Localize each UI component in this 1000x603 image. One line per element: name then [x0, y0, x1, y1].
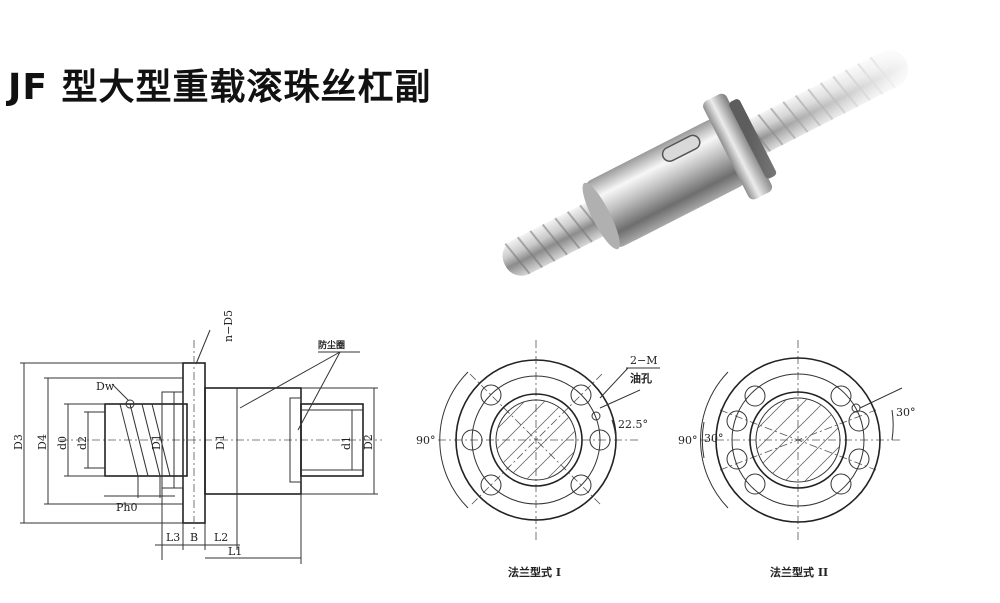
label-ph0: Ph0: [116, 501, 137, 514]
label-d1-screw: d1: [340, 436, 353, 450]
label-l2: L2: [214, 531, 228, 544]
label-d1-inner: D1: [150, 434, 163, 450]
label-angle-22-5: 22.5°: [618, 418, 648, 431]
label-n-d5: n−D5: [222, 310, 235, 342]
label-angle-30-right: 30°: [896, 406, 916, 419]
caption-flange-type-2: 法兰型式 II: [770, 565, 828, 579]
side-view: n−D5 防尘圈 Dw D3 D4 d0 d2 D1 D1 d1 D2 Ph0 …: [12, 310, 382, 564]
technical-drawing: n−D5 防尘圈 Dw D3 D4 d0 d2 D1 D1 d1 D2 Ph0 …: [12, 310, 916, 579]
label-d3: D3: [12, 434, 25, 450]
label-l3: L3: [166, 531, 180, 544]
label-d0: d0: [56, 436, 69, 450]
label-d4: D4: [36, 434, 49, 450]
label-d2: d2: [76, 436, 89, 450]
label-angle-90-type2: 90°: [678, 434, 698, 447]
label-oil-hole: 油孔: [630, 371, 652, 385]
caption-flange-type-1: 法兰型式 I: [508, 565, 561, 579]
label-b: B: [190, 531, 198, 544]
label-d1-body: D1: [214, 434, 227, 450]
ball-screw-photo: [490, 40, 920, 285]
label-2-m: 2−M: [630, 354, 657, 367]
flange-type-1: 2−M 油孔 22.5° 90° 法兰型式 I: [416, 340, 660, 579]
label-d2-right: D2: [362, 434, 375, 450]
label-angle-30-left: 30°: [704, 432, 724, 445]
label-dw: Dw: [96, 380, 115, 393]
label-dust-seal: 防尘圈: [318, 339, 345, 351]
page-title: JF 型大型重载滚珠丝杠副: [8, 67, 432, 108]
label-l1: L1: [228, 545, 242, 558]
flange-type-2: 90° 30° 30° 法兰型式 II: [678, 340, 916, 579]
label-angle-90-type1: 90°: [416, 434, 436, 447]
